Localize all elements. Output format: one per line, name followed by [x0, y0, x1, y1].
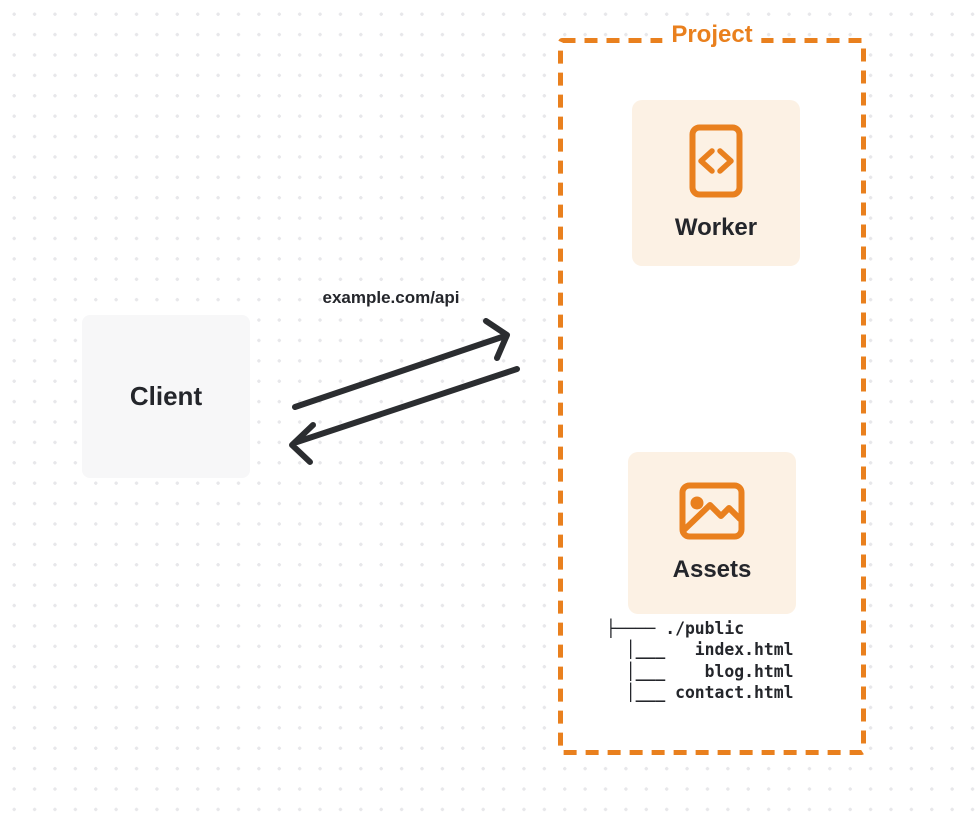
request-url-label: example.com/api [322, 288, 460, 307]
request-arrow-head [483, 318, 510, 361]
code-file-icon [689, 124, 743, 198]
response-arrow-head [289, 422, 316, 465]
assets-label: Assets [672, 556, 752, 583]
assets-node: Assets [628, 452, 796, 614]
response-arrow-line [294, 366, 520, 445]
image-icon [679, 482, 745, 540]
client-node: Client [82, 315, 250, 478]
project-group-label: Project [662, 21, 762, 49]
worker-node: Worker [632, 100, 800, 266]
worker-label: Worker [674, 214, 758, 241]
client-label: Client [129, 381, 203, 411]
assets-file-tree: ├──── ./public │___ index.html │___ blog… [606, 619, 794, 702]
request-arrow-line [292, 334, 505, 410]
